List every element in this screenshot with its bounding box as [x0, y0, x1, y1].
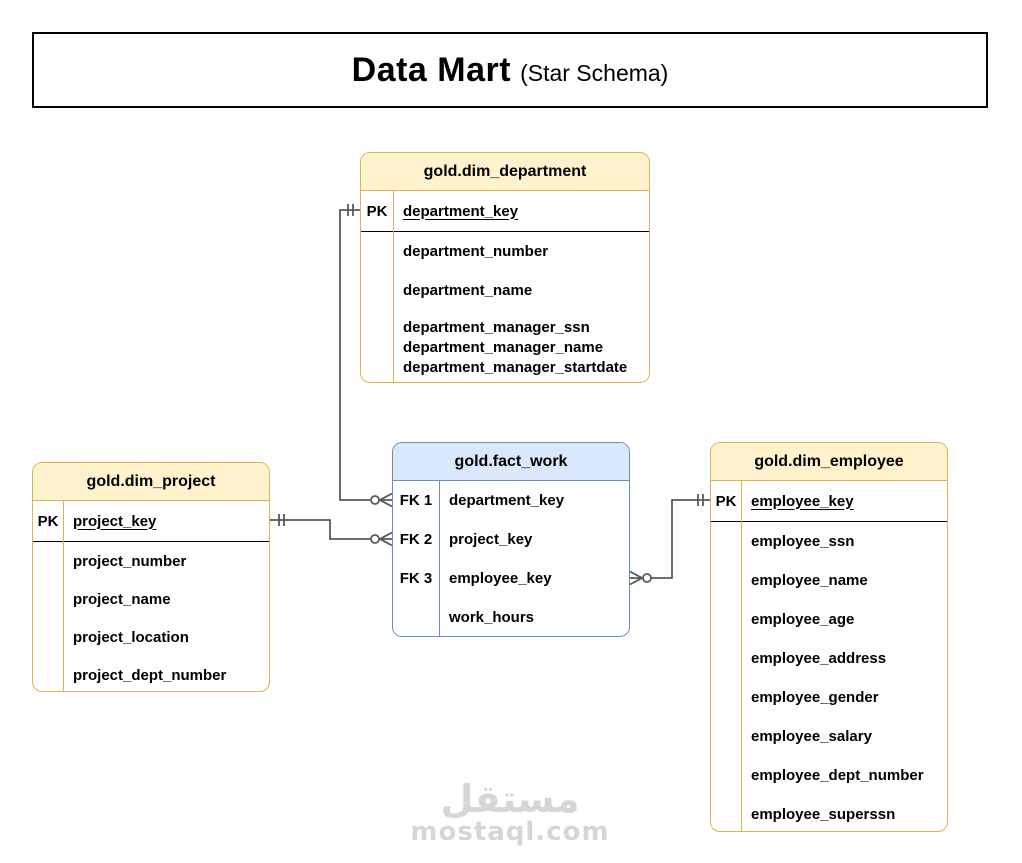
field-name: department_manager_name	[403, 338, 604, 356]
field-name: project_number	[73, 552, 187, 570]
pk-label: PK	[366, 202, 388, 220]
table-row: employee_superssn	[711, 795, 947, 831]
field-name: employee_ssn	[751, 533, 855, 550]
entity-dim-project: gold.dim_project PK project_key project_…	[32, 462, 270, 692]
fk-label: FK 2	[399, 531, 433, 548]
table-row: PK department_key	[361, 191, 649, 232]
table-row: employee_address	[711, 639, 947, 678]
watermark-domain: mostaql.com	[410, 817, 610, 847]
table-row: employee_gender	[711, 678, 947, 717]
diagram-title: Data Mart (Star Schema)	[352, 51, 669, 90]
field-name: employee_age	[751, 611, 855, 628]
field-name: employee_key	[751, 492, 854, 510]
field-name: department_number	[403, 243, 549, 260]
field-name: employee_salary	[751, 728, 872, 745]
table-row: PK employee_key	[711, 481, 947, 522]
watermark: مستقل mostaql.com	[400, 777, 620, 847]
field-name: work_hours	[449, 609, 535, 626]
title-main: Data Mart	[351, 50, 512, 89]
pk-label: PK	[715, 492, 737, 510]
table-row: employee_name	[711, 561, 947, 600]
table-row: employee_dept_number	[711, 756, 947, 795]
entity-dim-department: gold.dim_department PK department_key de…	[360, 152, 650, 383]
field-name: department_manager_startdate	[403, 358, 628, 376]
table-row: work_hours	[393, 598, 629, 636]
watermark-arabic-logo: مستقل	[440, 777, 580, 821]
field-name: project_location	[73, 628, 189, 646]
entity-title: gold.fact_work	[393, 443, 629, 481]
table-row: employee_ssn	[711, 522, 947, 561]
field-name: department_name	[403, 282, 533, 299]
field-name: employee_name	[751, 572, 868, 589]
title-subtitle: (Star Schema)	[520, 59, 669, 86]
table-row: department_manager_ssn	[361, 317, 649, 337]
field-name: project_key	[449, 531, 533, 548]
field-name: employee_key	[449, 570, 552, 587]
table-row: department_manager_name	[361, 337, 649, 357]
fk-label: FK 3	[399, 570, 433, 587]
field-name: employee_gender	[751, 689, 879, 706]
field-name: project_dept_number	[73, 666, 227, 684]
field-name: department_key	[403, 202, 519, 220]
diagram-title-box: Data Mart (Star Schema)	[32, 32, 988, 108]
key-column-divider	[393, 191, 394, 382]
entity-title: gold.dim_project	[33, 463, 269, 501]
table-row: project_dept_number	[33, 656, 269, 691]
table-row: FK 3 employee_key	[393, 559, 629, 598]
field-name: employee_superssn	[751, 806, 896, 823]
table-row: employee_salary	[711, 717, 947, 756]
table-row: FK 2 project_key	[393, 520, 629, 559]
fk-label: FK 1	[399, 492, 433, 509]
entity-title: gold.dim_employee	[711, 443, 947, 481]
pk-label: PK	[37, 512, 59, 530]
field-name: employee_dept_number	[751, 767, 924, 784]
table-row: department_name	[361, 271, 649, 310]
connector-fact-to-employee	[629, 494, 710, 586]
entity-title: gold.dim_department	[361, 153, 649, 191]
field-name: project_name	[73, 590, 171, 608]
key-column-divider	[439, 481, 440, 636]
table-row: PK project_key	[33, 501, 269, 542]
table-row: department_manager_startdate	[361, 357, 649, 377]
field-name: employee_address	[751, 650, 887, 667]
connector-project-to-fact	[270, 514, 393, 547]
entity-fact-work: gold.fact_work FK 1 department_key FK 2 …	[392, 442, 630, 637]
table-row: project_number	[33, 542, 269, 580]
table-row: employee_age	[711, 600, 947, 639]
table-row: department_number	[361, 232, 649, 271]
key-column-divider	[63, 501, 64, 691]
field-name: project_key	[73, 512, 157, 530]
table-row: project_name	[33, 580, 269, 618]
entity-dim-employee: gold.dim_employee PK employee_key employ…	[710, 442, 948, 832]
table-row: FK 1 department_key	[393, 481, 629, 520]
key-column-divider	[741, 481, 742, 831]
field-name: department_manager_ssn	[403, 318, 590, 336]
field-name: department_key	[449, 492, 565, 509]
table-row: project_location	[33, 618, 269, 656]
